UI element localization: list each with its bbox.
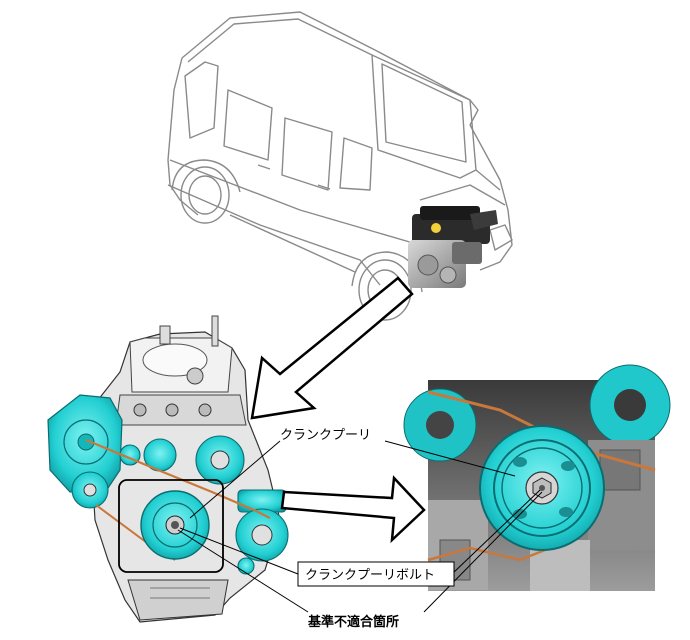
- arrow-icon: [280, 475, 426, 544]
- non-conforming-location-label: 基準不適合箇所: [307, 614, 399, 630]
- highlight-frame: [118, 479, 224, 573]
- crank-pulley-bolt-label: クランクプーリボルト: [305, 568, 435, 583]
- crank-pulley-bolt-callout: クランクプーリボルト: [297, 561, 455, 587]
- vehicle-outline: [167, 11, 513, 321]
- crank-pulley-label: クランクプーリ: [280, 428, 371, 443]
- leader-lines: [177, 440, 543, 613]
- arrow-icon: [250, 276, 414, 420]
- vehicle-engine-location: [408, 206, 498, 288]
- crank-pulley-bolt: [171, 521, 179, 529]
- pulley-closeup-photo: [403, 364, 671, 591]
- engine-assembly: [47, 315, 289, 623]
